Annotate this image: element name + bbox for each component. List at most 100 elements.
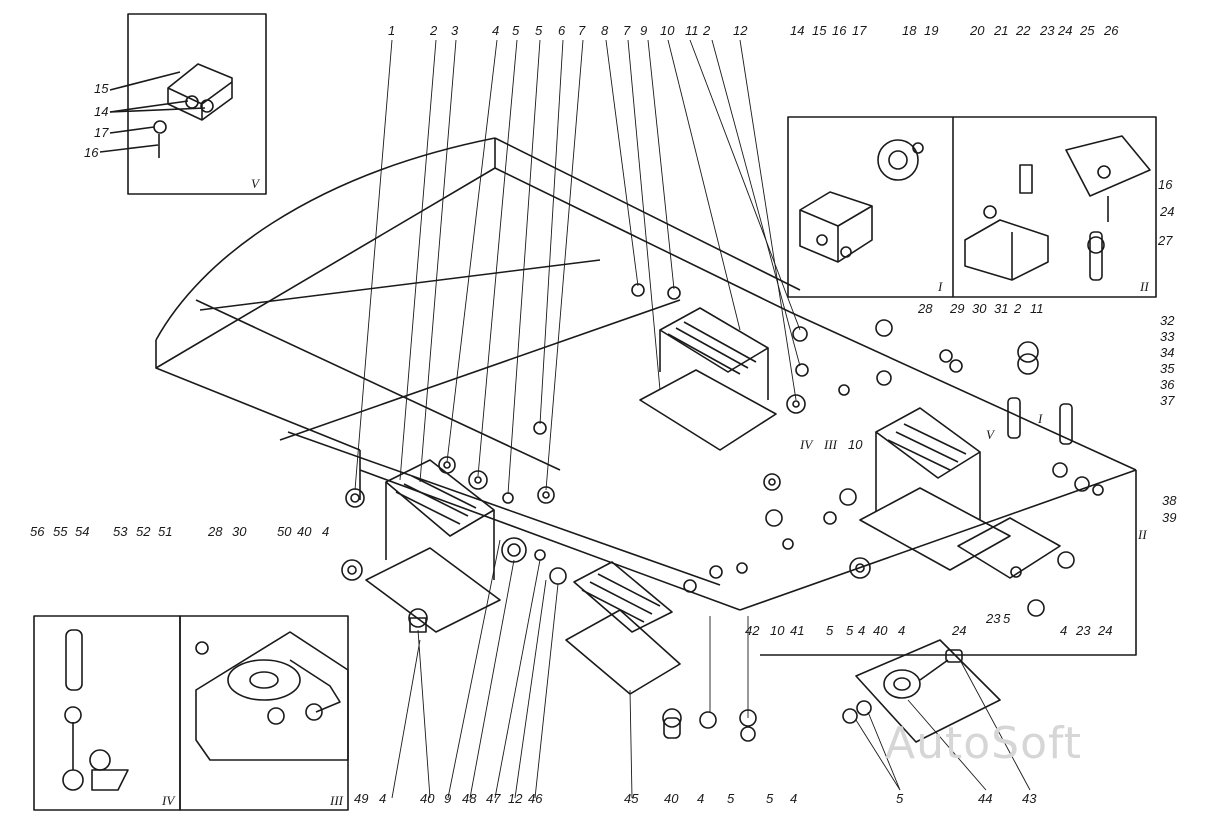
callout: 5 [766, 791, 774, 806]
callout: 29 [950, 301, 965, 316]
callout: 1 [388, 23, 396, 38]
callout: 15 [812, 23, 827, 38]
callout: 39 [1162, 510, 1177, 525]
callout: 4 [1060, 623, 1068, 638]
callout: 10 [660, 23, 675, 38]
callout: 21 [994, 23, 1009, 38]
callout: 28 [208, 524, 223, 539]
callout: 18 [902, 23, 917, 38]
callout: 45 [624, 791, 639, 806]
bolt-assembly [842, 639, 1001, 743]
callout: 30 [232, 524, 247, 539]
callout: 54 [75, 524, 90, 539]
inset-iv-label: IV [162, 793, 175, 808]
callout: 30 [972, 301, 987, 316]
callout: 52 [136, 524, 151, 539]
callout: 23 [986, 611, 1001, 626]
callout: 27 [1158, 233, 1173, 248]
callout: 5 [826, 623, 834, 638]
inset-iv-frame [33, 615, 181, 811]
callout: 4 [492, 23, 500, 38]
callout: 8 [601, 23, 609, 38]
callout: 51 [158, 524, 173, 539]
callout: 12 [733, 23, 748, 38]
callout: 16 [84, 145, 99, 160]
fasteners [341, 283, 1104, 742]
callout-roman: IV [800, 437, 813, 452]
callout: 31 [994, 301, 1009, 316]
callout: 38 [1162, 493, 1177, 508]
inset-i-label: I [938, 279, 943, 294]
callout: 14 [94, 104, 109, 119]
callout: 50 [277, 524, 292, 539]
callout: 47 [486, 791, 501, 806]
callout: 16 [832, 23, 847, 38]
callout: 40 [873, 623, 888, 638]
callout: 9 [640, 23, 648, 38]
callout: 10 [770, 623, 785, 638]
callout: 48 [462, 791, 477, 806]
callout: 2 [703, 23, 711, 38]
callout: 23 [1076, 623, 1091, 638]
callout: 11 [685, 23, 699, 38]
callout: 37 [1160, 393, 1175, 408]
callout: 25 [1080, 23, 1095, 38]
callout: 35 [1160, 361, 1175, 376]
watermark: AutoSoft [885, 718, 1082, 769]
callout: 4 [898, 623, 906, 638]
grille-assembly-center [639, 307, 777, 451]
leader-lines [354, 39, 1031, 799]
callout: 14 [790, 23, 805, 38]
inset-ii-label: II [1140, 279, 1149, 294]
callout: 5 [846, 623, 854, 638]
callout: 2 [1014, 301, 1022, 316]
callout: 5 [727, 791, 735, 806]
callout: 28 [918, 301, 933, 316]
callout: 17 [852, 23, 867, 38]
callout: 22 [1016, 23, 1031, 38]
callout: 34 [1160, 345, 1175, 360]
callout: 7 [578, 23, 586, 38]
callout: 19 [924, 23, 939, 38]
callout: 11 [1030, 301, 1044, 316]
callout-roman: III [824, 437, 837, 452]
callout: 40 [664, 791, 679, 806]
callout: 46 [528, 791, 543, 806]
callout: 9 [444, 791, 452, 806]
callout: 17 [94, 125, 109, 140]
callout-roman: I [1038, 411, 1043, 426]
callout: 40 [420, 791, 435, 806]
callout: 5 [535, 23, 543, 38]
callout: 3 [451, 23, 459, 38]
callout: 43 [1022, 791, 1037, 806]
callout: 24 [1098, 623, 1113, 638]
callout: 2 [430, 23, 438, 38]
callout: 5 [512, 23, 520, 38]
grille-assembly-right [859, 407, 1061, 579]
callout: 41 [790, 623, 805, 638]
callout: 4 [697, 791, 705, 806]
inset-iii-frame [179, 615, 349, 811]
callout: 12 [508, 791, 523, 806]
callout: 24 [952, 623, 967, 638]
inset-iii-label: III [330, 793, 343, 808]
callout: 26 [1104, 23, 1119, 38]
inset-i-ii-frame [787, 116, 1157, 298]
callout: 4 [790, 791, 798, 806]
callout: 6 [558, 23, 566, 38]
callout: 4 [322, 524, 330, 539]
callout: 5 [896, 791, 904, 806]
callout: 7 [623, 23, 631, 38]
callout-roman: V [986, 427, 994, 442]
callout: 32 [1160, 313, 1175, 328]
callout: 53 [113, 524, 128, 539]
inset-v-frame [99, 13, 267, 195]
callout: 20 [970, 23, 985, 38]
grille-assembly-bottom [565, 561, 681, 695]
callout: 15 [94, 81, 109, 96]
callout: 56 [30, 524, 45, 539]
grille-assembly-left [365, 459, 501, 633]
callout: 49 [354, 791, 369, 806]
callout: 10 [848, 437, 863, 452]
callout: 23 [1040, 23, 1055, 38]
